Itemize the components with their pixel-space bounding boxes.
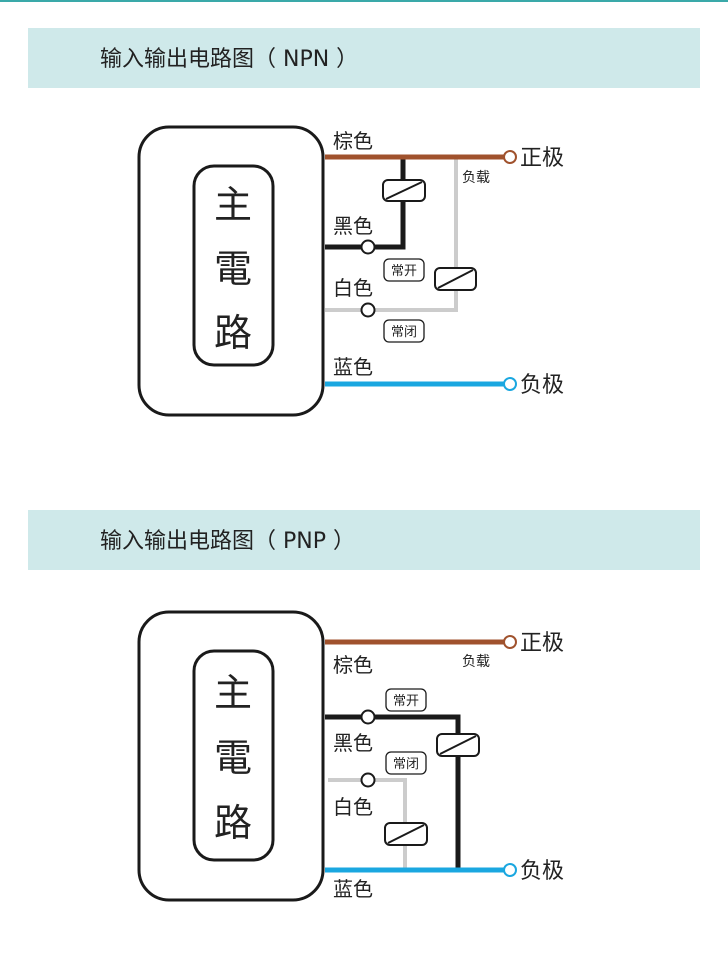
- npn-main-circuit-pill: [192, 164, 275, 367]
- npn-header-band: [28, 28, 700, 88]
- npn-main-char-1: 主: [214, 183, 252, 227]
- pnp-nc-tag-box: [385, 751, 427, 775]
- pnp-brown-label: 棕色: [333, 653, 373, 677]
- pnp-negative-terminal: [503, 863, 517, 877]
- pnp-main-circuit-pill: [192, 649, 275, 862]
- pnp-positive-terminal: [503, 635, 517, 649]
- npn-negative-terminal: [503, 377, 517, 391]
- pnp-white-terminal: [360, 772, 376, 788]
- npn-brown-label: 棕色: [333, 129, 373, 153]
- npn-section: 输入输出电路图（ NPN ） 主 電 路 棕色 黑色 白色 蓝色 正极 负极: [28, 28, 700, 417]
- pnp-positive-label: 正极: [520, 631, 564, 656]
- top-rule: [0, 0, 728, 2]
- pnp-white-label: 白色: [333, 795, 373, 819]
- pnp-main-char-2: 電: [214, 736, 252, 780]
- npn-blue-label: 蓝色: [333, 355, 373, 379]
- pnp-main-char-1: 主: [214, 671, 252, 715]
- npn-black-terminal: [360, 239, 376, 255]
- npn-load-relay-white: [434, 267, 477, 291]
- pnp-load-relay-black: [436, 733, 480, 757]
- pnp-header-band: [28, 510, 700, 570]
- npn-no-tag-box: [383, 258, 425, 282]
- npn-black-label: 黑色: [333, 214, 373, 238]
- npn-positive-terminal: [503, 150, 517, 164]
- npn-load-label: 负载: [462, 170, 490, 186]
- pnp-section: 输入输出电路图（ PNP ） 主 電 路 棕色 黑色 白色 蓝色 正极 负极 负…: [28, 510, 700, 902]
- npn-white-terminal: [360, 302, 376, 318]
- pnp-black-label: 黑色: [333, 731, 373, 755]
- npn-positive-label: 正极: [520, 146, 564, 171]
- npn-white-label: 白色: [333, 276, 373, 300]
- pnp-no-tag-box: [385, 688, 427, 712]
- pnp-load-label: 负载: [462, 654, 490, 670]
- pnp-load-relay-white: [384, 822, 428, 846]
- npn-nc-tag-box: [383, 319, 425, 343]
- pnp-main-char-3: 路: [214, 801, 252, 845]
- pnp-blue-label: 蓝色: [333, 877, 373, 901]
- npn-main-char-2: 電: [214, 247, 252, 291]
- pnp-black-terminal: [360, 709, 376, 725]
- npn-main-char-3: 路: [214, 311, 252, 355]
- pnp-normally-open-label: 常开: [393, 694, 419, 709]
- npn-negative-label: 负极: [520, 373, 564, 398]
- npn-normally-closed-label: 常闭: [391, 325, 417, 340]
- npn-load-relay-black: [382, 179, 426, 202]
- pnp-negative-label: 负极: [520, 859, 564, 884]
- npn-normally-open-label: 常开: [391, 264, 417, 279]
- pnp-normally-closed-label: 常闭: [393, 757, 419, 772]
- pnp-title: 输入输出电路图（ PNP ）: [100, 529, 355, 554]
- npn-title: 输入输出电路图（ NPN ）: [100, 47, 358, 72]
